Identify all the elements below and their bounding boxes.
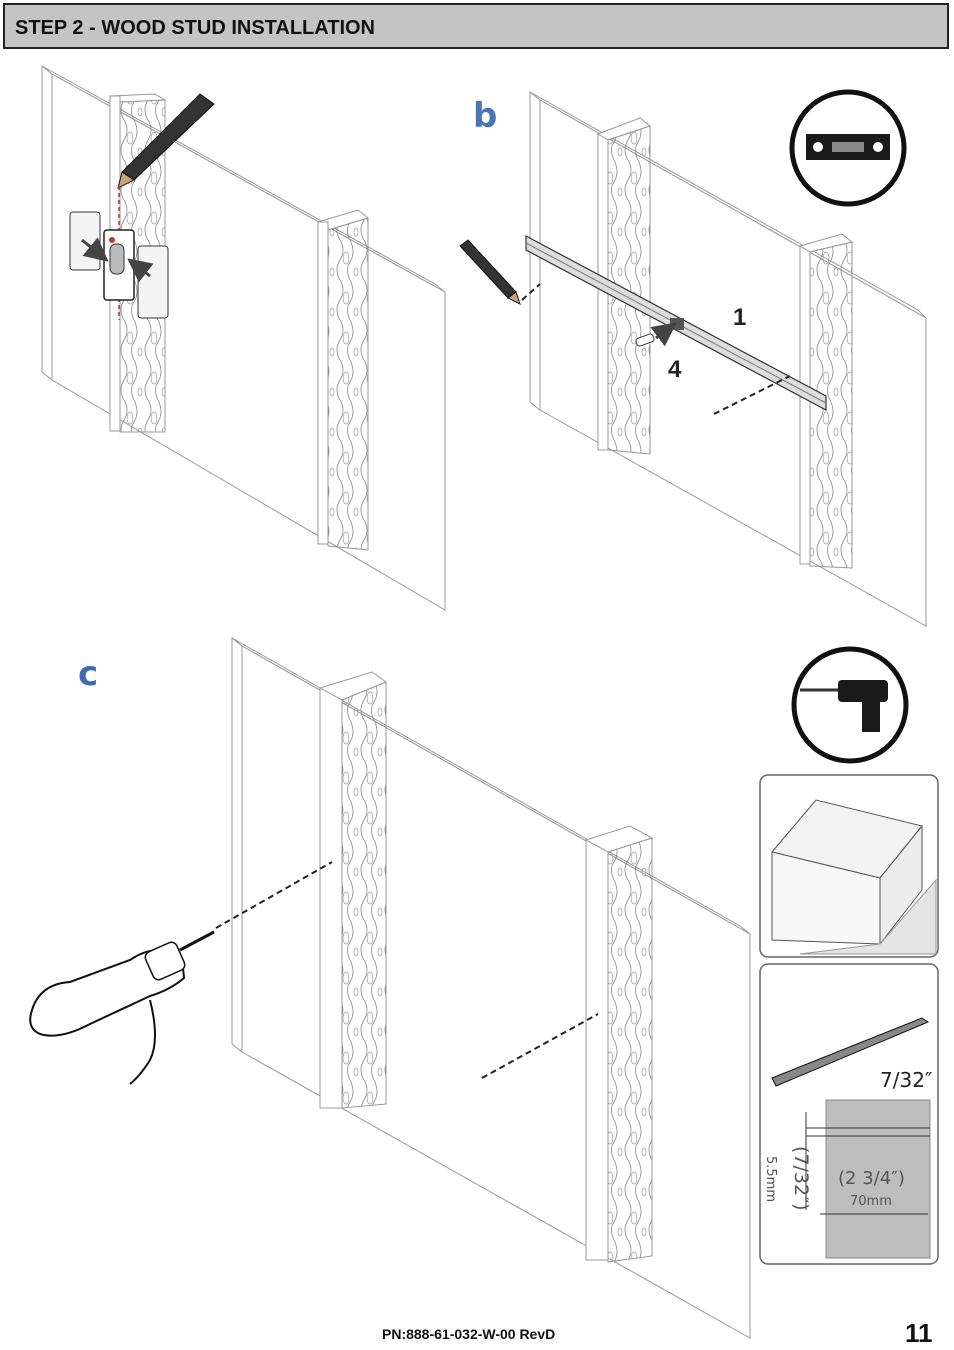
step-c-label: c [78, 654, 99, 694]
page-number: 11 [905, 1318, 933, 1348]
drill-icon [791, 646, 909, 764]
panel-a-wall [41, 64, 446, 611]
part-number-1: 1 [733, 304, 747, 331]
pencil-icon [117, 93, 215, 189]
hole-depth-mm: 70mm [850, 1194, 892, 1209]
drill-bit-icon [759, 963, 939, 1265]
level-icon [789, 89, 907, 207]
page-header: STEP 2 - WOOD STUD INSTALLATION [3, 3, 949, 49]
hole-diameter-mm: 5.5mm [763, 1156, 778, 1203]
hole-diameter-in: (7/32″) [790, 1146, 812, 1211]
page-title: STEP 2 - WOOD STUD INSTALLATION [15, 17, 375, 39]
pencil-icon-b [459, 239, 521, 305]
panel-b-wall [529, 90, 927, 627]
drill-bit-diameter-label: 7/32″ [880, 1068, 933, 1092]
panel-c-wall [231, 636, 751, 1339]
part-number-4: 4 [668, 356, 682, 383]
hole-depth-in: (2 3/4″) [838, 1168, 905, 1189]
wood-stud-icon [759, 774, 939, 958]
part-number-footer: PN:888-61-032-W-00 RevD [382, 1326, 556, 1342]
step-b-label: b [473, 96, 498, 136]
stud-finder-icon [69, 211, 169, 319]
hand-drill [29, 930, 215, 1085]
